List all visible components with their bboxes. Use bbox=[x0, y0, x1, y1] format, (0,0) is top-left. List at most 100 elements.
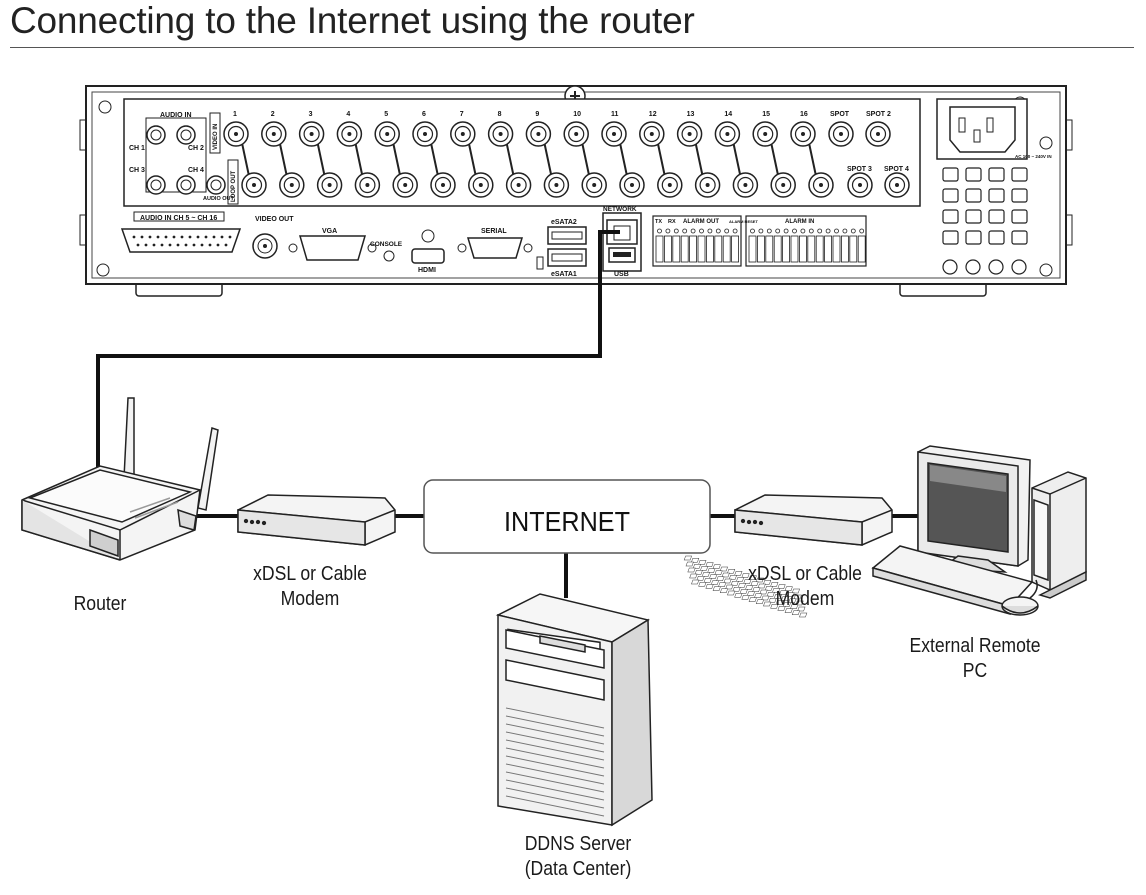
router-label: Router bbox=[73, 593, 127, 615]
panel-label-spot2: SPOT 2 bbox=[866, 111, 891, 118]
loop-out-bnc-8 bbox=[505, 172, 532, 198]
remote-pc-icon bbox=[683, 445, 1087, 618]
modem-right-icon bbox=[734, 494, 893, 546]
panel-label-audio-in-ch5-16: AUDIO IN CH 5 ~ CH 16 bbox=[140, 215, 217, 222]
video-in-bnc-8 bbox=[487, 121, 514, 147]
panel-label-alarm-out: ALARM OUT bbox=[683, 219, 719, 225]
video-in-bnc-14 bbox=[714, 121, 741, 147]
panel-label-hdmi: HDMI bbox=[418, 267, 436, 274]
panel-label-channel-8: 8 bbox=[498, 111, 502, 118]
panel-label-console: CONSOLE bbox=[370, 241, 403, 248]
audio-rca-jack bbox=[146, 175, 166, 195]
panel-label-ch1: CH 1 bbox=[129, 145, 145, 152]
panel-label-ac: AC 100 ~ 240V IN bbox=[1015, 154, 1052, 159]
panel-label-channel-10: 10 bbox=[573, 111, 581, 118]
loop-out-bnc-12 bbox=[657, 172, 683, 198]
page-title: Connecting to the Internet using the rou… bbox=[10, 0, 695, 41]
video-in-bnc-16 bbox=[790, 121, 816, 147]
loop-out-bnc-16 bbox=[808, 172, 834, 198]
ddns-server-icon bbox=[495, 593, 653, 827]
video-in-bnc-9 bbox=[525, 121, 552, 147]
audio-rca-jack bbox=[146, 125, 166, 145]
panel-label-audio-in: AUDIO IN bbox=[160, 112, 192, 119]
panel-label-serial: SERIAL bbox=[481, 228, 507, 235]
panel-label-audio-out: AUDIO OUT bbox=[203, 196, 235, 202]
audio-rca-jack bbox=[206, 175, 226, 195]
cables bbox=[96, 230, 922, 598]
panel-label-channel-14: 14 bbox=[724, 111, 732, 118]
loop-out-bnc-4 bbox=[354, 172, 381, 198]
panel-label-channel-2: 2 bbox=[271, 111, 275, 118]
video-in-bnc-12 bbox=[639, 121, 665, 147]
loop-out-bnc-9 bbox=[543, 172, 570, 198]
loop-out-bnc-13 bbox=[694, 172, 721, 198]
video-in-bnc-13 bbox=[676, 121, 703, 147]
panel-label-channel-4: 4 bbox=[346, 111, 350, 118]
panel-label-channel-3: 3 bbox=[309, 111, 313, 118]
loop-out-bnc-14 bbox=[732, 172, 759, 198]
panel-label-rx: RX bbox=[668, 219, 676, 225]
panel-label-spot4: SPOT 4 bbox=[884, 166, 909, 173]
video-in-bnc-1 bbox=[223, 121, 249, 147]
video-in-bnc-4 bbox=[336, 121, 363, 147]
video-in-bnc-5 bbox=[374, 121, 400, 147]
panel-label-channel-11: 11 bbox=[611, 111, 619, 118]
ddns-server-label: DDNS Server (Data Center) bbox=[524, 833, 632, 880]
video-in-bnc-7 bbox=[450, 121, 476, 147]
panel-label-channel-13: 13 bbox=[687, 111, 695, 118]
spot-bnc bbox=[828, 121, 854, 147]
panel-label-video-in: VIDEO IN bbox=[213, 124, 219, 150]
loop-out-bnc-11 bbox=[619, 172, 645, 198]
panel-label-alarm-in: ALARM IN bbox=[785, 219, 814, 225]
video-in-bnc-15 bbox=[752, 121, 778, 147]
router-icon bbox=[21, 397, 219, 561]
title-divider bbox=[10, 47, 1134, 48]
video-in-bnc-6 bbox=[412, 121, 438, 147]
panel-label-loop-out: LOOP OUT bbox=[231, 170, 237, 202]
panel-label-channel-15: 15 bbox=[762, 111, 770, 118]
internet-label: INTERNET bbox=[504, 506, 630, 537]
spot4-bnc bbox=[884, 172, 910, 198]
audio-rca-jack bbox=[176, 175, 196, 195]
panel-label-ch4: CH 4 bbox=[188, 167, 204, 174]
panel-label-network: NETWORK bbox=[603, 206, 637, 213]
loop-out-bnc-6 bbox=[430, 172, 456, 198]
panel-label-video-out: VIDEO OUT bbox=[255, 216, 294, 223]
panel-label-channel-9: 9 bbox=[535, 111, 539, 118]
panel-label-esata2: eSATA2 bbox=[551, 219, 577, 226]
panel-label-vga: VGA bbox=[322, 228, 337, 235]
panel-label-channel-7: 7 bbox=[460, 111, 464, 118]
panel-label-channel-5: 5 bbox=[384, 111, 388, 118]
video-in-bnc-10 bbox=[563, 121, 589, 147]
modem-left-label: xDSL or Cable Modem bbox=[253, 563, 367, 610]
loop-out-bnc-1 bbox=[241, 172, 267, 198]
loop-out-bnc-10 bbox=[581, 172, 607, 198]
internet-cloud-box bbox=[423, 479, 711, 554]
panel-label-spot3: SPOT 3 bbox=[847, 166, 872, 173]
audio-rca-jack bbox=[176, 125, 196, 145]
panel-label-tx: TX bbox=[655, 219, 662, 225]
panel-label-channel-16: 16 bbox=[800, 111, 808, 118]
spot3-bnc bbox=[847, 172, 873, 198]
panel-label-channel-12: 12 bbox=[649, 111, 657, 118]
video-in-bnc-11 bbox=[601, 121, 627, 147]
spot2-bnc bbox=[865, 121, 891, 147]
loop-out-bnc-2 bbox=[279, 172, 305, 198]
modem-left-icon bbox=[237, 494, 396, 546]
remote-pc-label: External Remote PC bbox=[909, 635, 1041, 682]
panel-label-esata1: eSATA1 bbox=[551, 271, 577, 278]
panel-label-channel-6: 6 bbox=[422, 111, 426, 118]
video-in-bnc-3 bbox=[298, 121, 325, 147]
dvr-rear-panel: AUDIO IN CH 1 CH 2 CH 3 CH 4 AUDIO OUT V… bbox=[79, 85, 1073, 297]
panel-label-channel-1: 1 bbox=[233, 111, 237, 118]
panel-label-ch2: CH 2 bbox=[188, 145, 204, 152]
panel-label-usb: USB bbox=[614, 271, 629, 278]
loop-out-bnc-15 bbox=[770, 172, 796, 198]
panel-label-alarm-reset: ALARM RESET bbox=[729, 219, 758, 224]
modem-right-label: xDSL or Cable Modem bbox=[748, 563, 862, 610]
loop-out-bnc-3 bbox=[316, 172, 343, 198]
loop-out-bnc-7 bbox=[468, 172, 494, 198]
video-in-bnc-2 bbox=[261, 121, 287, 147]
panel-label-ch3: CH 3 bbox=[129, 167, 145, 174]
